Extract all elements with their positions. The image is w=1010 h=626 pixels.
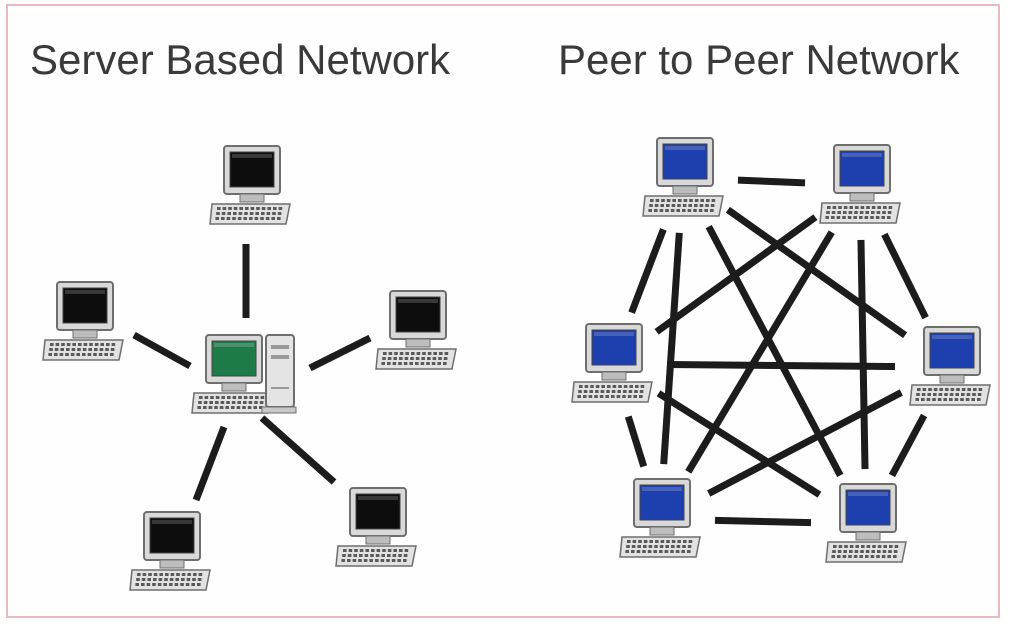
link-peer-mid-right-peer-bottom-right <box>888 413 928 478</box>
link-peer-mid-right-peer-bottom-left <box>707 389 903 497</box>
peer-to-peer-title: Peer to Peer Network <box>558 36 960 83</box>
link-peer-top-right-peer-mid-right <box>881 232 929 320</box>
link-peer-bottom-left-peer-bottom-right <box>714 516 812 527</box>
peer-bottom-left-desktop-computer-icon <box>619 478 701 558</box>
link-peer-mid-left-peer-bottom-left <box>624 415 648 468</box>
link-server-client-right <box>308 334 372 372</box>
link-server-client-bottom-left <box>192 425 228 502</box>
client-right-desktop-computer-icon <box>375 290 457 370</box>
link-peer-top-right-peer-bottom-right <box>857 239 869 470</box>
link-peer-top-right-peer-mid-left <box>654 214 818 335</box>
server-server-computer-icon <box>191 334 297 414</box>
network-links <box>132 176 929 527</box>
peer-mid-left-desktop-computer-icon <box>571 323 653 403</box>
peer-top-right-desktop-computer-icon <box>819 144 901 224</box>
link-peer-mid-left-peer-bottom-right <box>656 390 822 498</box>
peer-bottom-right-desktop-computer-icon <box>825 483 907 563</box>
link-peer-mid-left-peer-mid-right <box>666 360 896 371</box>
link-peer-top-left-peer-bottom-left <box>660 232 683 465</box>
client-bottom-right-desktop-computer-icon <box>335 487 417 567</box>
link-peer-top-left-peer-top-right <box>737 176 806 187</box>
peer-top-left-desktop-computer-icon <box>642 137 724 217</box>
link-server-client-left <box>132 331 192 370</box>
link-peer-top-right-peer-bottom-left <box>685 230 835 474</box>
link-peer-top-left-peer-mid-left <box>628 228 667 314</box>
server-based-title: Server Based Network <box>30 36 451 83</box>
client-left-desktop-computer-icon <box>42 281 124 361</box>
link-peer-top-left-peer-mid-right <box>725 206 908 339</box>
network-nodes <box>42 137 991 591</box>
client-top-desktop-computer-icon <box>209 145 291 225</box>
link-server-client-bottom-right <box>259 415 337 485</box>
client-bottom-left-desktop-computer-icon <box>129 511 211 591</box>
peer-mid-right-desktop-computer-icon <box>909 326 991 406</box>
